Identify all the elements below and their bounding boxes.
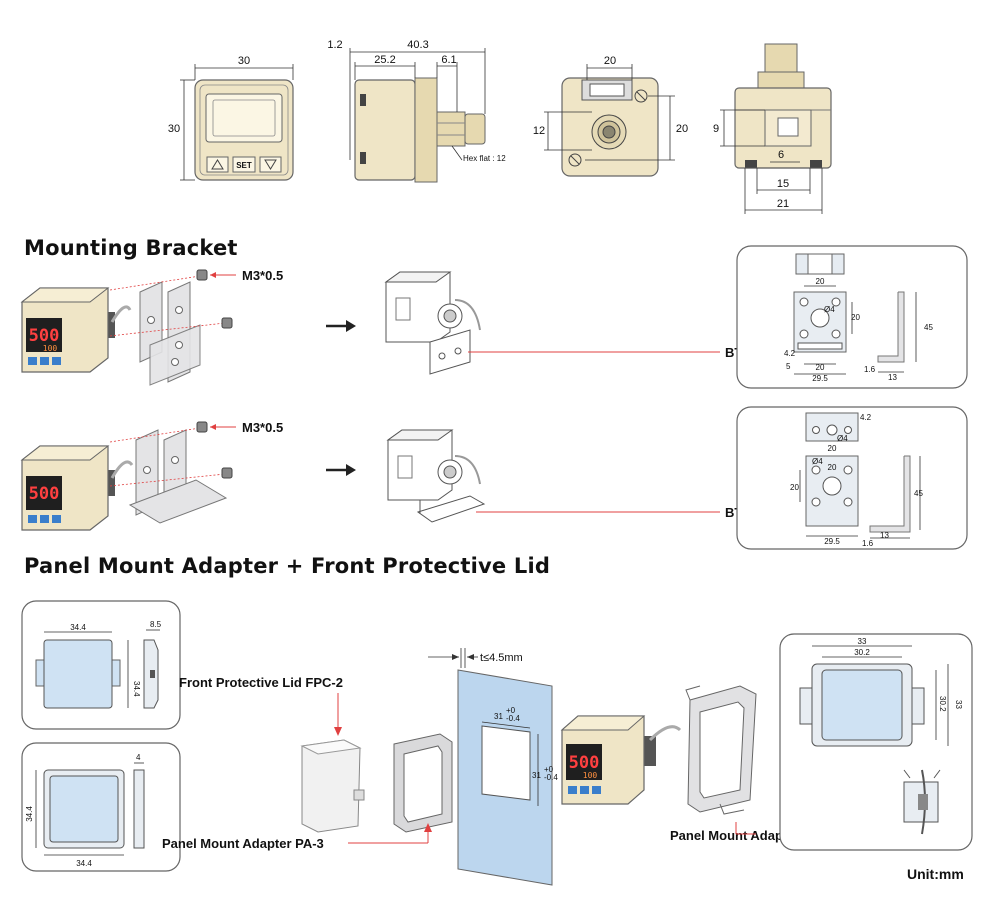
fpc2-lid	[300, 739, 365, 833]
pa3-detail-panel: 34.4 34.4 4	[21, 742, 181, 872]
cutout-w-tol-dn: -0.4	[506, 714, 520, 723]
bt4-dphi2: Ø4	[812, 457, 823, 466]
pa4-detail-panel: 33 30.2 33 30.2	[779, 633, 973, 851]
set-button-label: SET	[236, 161, 252, 170]
side-body-dim: 25.2	[374, 54, 395, 66]
bt4-d42: 4.2	[860, 413, 872, 422]
display-sub: 100	[43, 344, 58, 353]
display-main-3: 500	[569, 753, 600, 773]
bt3-d42: 4.2	[784, 349, 796, 358]
pa3-width-dim: 34.4	[76, 859, 92, 868]
fpc-depth-dim: 8.5	[150, 620, 162, 629]
fpc2-label: Front Protective Lid FPC-2	[179, 675, 343, 690]
fpc2-detail-panel: 34.4 34.4 8.5	[21, 600, 181, 730]
panel-thickness-dim: t≤4.5mm	[428, 648, 523, 668]
bt3-d20a: 20	[816, 277, 825, 286]
display-main-2: 500	[29, 484, 60, 504]
bt3-assembly: 500 100 M3*0.5	[20, 245, 968, 389]
section-title-panel-mount: Panel Mount Adapter + Front Protective L…	[24, 554, 551, 578]
bt4-d295: 29.5	[824, 537, 840, 546]
bt4-d20c: 20	[790, 483, 799, 492]
pa4-adapter	[685, 685, 757, 815]
bottom-21-dim: 21	[777, 198, 789, 210]
pa3-label: Panel Mount Adapter PA-3	[162, 836, 324, 851]
bt3-d16: 1.6	[864, 365, 876, 374]
cutout-h-tol-dn: -0.4	[544, 773, 558, 782]
rear-width-dim: 20	[604, 55, 616, 67]
pa3-adapter	[393, 733, 453, 833]
bt3-dphi: Ø4	[824, 305, 835, 314]
rear-height-dim: 20	[676, 123, 688, 135]
panel-sheet: 31 +0 -0.4 31 +0 -0.4	[457, 669, 558, 886]
bt4-d45: 45	[914, 489, 923, 498]
bt4-screw-label: M3*0.5	[242, 420, 283, 435]
sensor-device-2: 500	[20, 445, 134, 531]
bt3-d295: 29.5	[812, 374, 828, 383]
bt4-d16: 1.6	[862, 539, 874, 548]
fpc-height-dim: 34.4	[132, 681, 141, 697]
cutout-w: 31	[494, 712, 503, 721]
side-view: 40.3 1.2 25.2 6.1 Hex flat : 12	[327, 39, 506, 183]
bt4-d20a: 20	[828, 444, 837, 453]
panel-thickness: t≤4.5mm	[480, 652, 523, 664]
bt4-d13: 13	[880, 531, 889, 540]
bottom-six-dim: 6	[778, 149, 784, 161]
side-total-dim: 40.3	[407, 39, 428, 51]
pa3-depth-dim: 4	[136, 753, 141, 762]
bottom-height-dim: 9	[713, 123, 719, 135]
pa4-height-dim: 33	[954, 700, 963, 709]
bt4-assembly: 500 M3*0.5 BT-4	[20, 406, 968, 550]
pa4-inner-height-dim: 30.2	[938, 696, 947, 712]
display-sub-3: 100	[583, 771, 598, 780]
fpc-width-dim: 34.4	[70, 623, 86, 632]
bt3-d45: 45	[924, 323, 933, 332]
cutout-w-tol-up: +0	[506, 706, 516, 715]
bt4-dphi: Ø4	[837, 434, 848, 443]
bottom-view: 9 6 15 21	[713, 43, 832, 214]
bt3-d20c: 20	[816, 363, 825, 372]
front-height-dim: 30	[168, 123, 180, 135]
bt3-screw-label: M3*0.5	[242, 268, 283, 283]
pa4-inner-width-dim: 30.2	[854, 648, 870, 657]
front-width-dim: 30	[238, 55, 250, 67]
bt4-detail-panel: 4.2 20 Ø4 Ø4 20 20 29.5 45 13 1.6	[736, 406, 968, 550]
bt3-assembled	[384, 271, 481, 375]
bt4-d20b: 20	[828, 463, 837, 472]
pa3-height-dim: 34.4	[25, 806, 34, 822]
section-title-mounting-bracket: Mounting Bracket	[24, 236, 238, 260]
cutout-h: 31	[532, 771, 541, 780]
unit-label: Unit:mm	[907, 866, 964, 882]
bt3-d13: 13	[888, 373, 897, 382]
pa4-width-dim: 33	[858, 637, 867, 646]
sensor-device-3: 500 100	[560, 715, 682, 805]
side-neck-dim: 6.1	[441, 54, 456, 66]
hex-flat-dim: Hex flat : 12	[463, 154, 506, 163]
cutout-h-tol-up: +0	[544, 765, 554, 774]
bt3-detail-panel: 20 Ø4 20 4.2 5 20 29.5 45 1.6 13	[736, 245, 968, 389]
sensor-device: 500 100	[20, 287, 132, 373]
bt3-d5: 5	[786, 362, 791, 371]
rear-port-dim: 12	[533, 125, 545, 137]
display-main: 500	[29, 326, 60, 346]
bt3-d20b: 20	[851, 313, 860, 322]
bottom-15-dim: 15	[777, 178, 789, 190]
front-view: SET 30 30	[168, 55, 294, 181]
rear-view: 20 20 12	[533, 55, 688, 177]
side-flange-dim: 1.2	[327, 39, 342, 51]
bt4-assembled	[386, 429, 486, 523]
